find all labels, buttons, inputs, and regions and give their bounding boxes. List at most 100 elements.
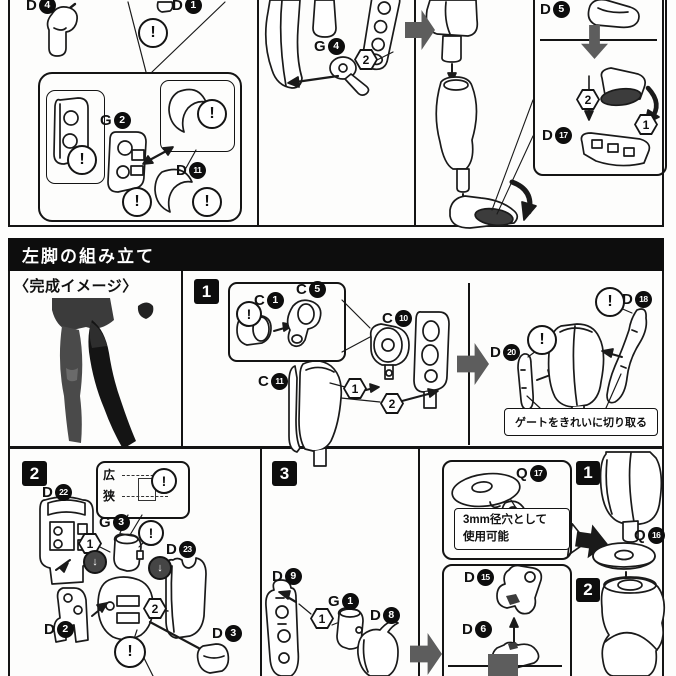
connector-marker-2: 2 <box>576 89 600 110</box>
border <box>662 271 664 448</box>
callout-box-detail <box>38 72 242 222</box>
callout-box-foot <box>533 0 667 176</box>
connector-marker-2: 2 <box>354 49 378 70</box>
shin-frame-d9-drawing <box>265 579 300 676</box>
caution-icon: ! <box>192 187 222 217</box>
step-number-3: 3 <box>272 461 297 486</box>
border <box>8 225 664 227</box>
flow-arrow-right <box>410 633 442 675</box>
connector-marker-1: 1 <box>634 114 658 135</box>
sliver-part-d20-drawing <box>517 353 535 411</box>
arrow <box>401 392 433 402</box>
arrow <box>148 620 208 654</box>
panel-divider <box>260 449 262 676</box>
caution-icon: ! <box>122 187 152 217</box>
bracket-part-c10b-drawing <box>413 311 450 409</box>
sliver-part-d18-drawing <box>606 308 648 404</box>
flow-arrow-right <box>457 343 489 385</box>
connector-marker-2: 2 <box>143 598 167 619</box>
panel-divider <box>181 271 183 448</box>
callout-box-step1 <box>228 282 346 362</box>
caution-icon: ! <box>197 99 227 129</box>
cylinder-part-g1-drawing <box>336 607 364 650</box>
connector-marker-1: 1 <box>310 608 334 629</box>
caution-icon: ! <box>114 636 146 668</box>
arrow <box>294 74 340 84</box>
shell-part-d8-drawing <box>357 620 399 676</box>
flow-arrow-right <box>405 10 435 50</box>
connector-marker-1: 1 <box>343 378 367 399</box>
step-number-2: 2 <box>22 461 47 486</box>
caution-icon: ! <box>527 325 557 355</box>
arrow-fragment <box>488 654 518 676</box>
note-gate: ゲートをきれいに切り取る <box>504 408 658 436</box>
boot-part-r2-drawing <box>600 576 666 676</box>
caution-icon: ! <box>236 301 262 327</box>
caution-icon: ! <box>138 18 168 48</box>
arrow <box>536 373 554 381</box>
heel-part-d3-drawing <box>196 643 230 674</box>
caution-icon: ! <box>138 520 164 546</box>
callout-box-q17 <box>442 460 572 560</box>
caution-icon: ! <box>595 287 625 317</box>
section-header: 左脚の組み立て <box>8 238 664 271</box>
connector-marker-1: 1 <box>78 533 102 554</box>
border <box>8 446 664 449</box>
knee-part-c10-drawing <box>369 323 410 380</box>
step-number-r2: 2 <box>576 578 600 602</box>
arrow <box>282 593 298 604</box>
marker-line <box>298 603 312 615</box>
completed-image-label: 〈完成イメージ〉 <box>14 278 138 295</box>
arrow <box>91 606 104 617</box>
step-number-r1: 1 <box>576 461 600 485</box>
step-number-1: 1 <box>194 279 219 304</box>
thigh-part-drawing <box>264 0 303 89</box>
disc-part-q16-drawing <box>592 542 656 570</box>
border <box>662 449 664 676</box>
border <box>8 449 10 676</box>
label-narrow: 狭 <box>103 489 116 503</box>
marker-line <box>376 51 394 61</box>
dashed-line <box>122 496 168 497</box>
caution-icon: ! <box>67 145 97 175</box>
section-title: 左脚の組み立て <box>22 247 155 266</box>
note-tail <box>526 373 622 409</box>
panel-divider <box>418 449 420 676</box>
label-wide: 広 <box>103 468 116 482</box>
inner-option-box-right <box>160 80 235 152</box>
calf-part-d23-drawing <box>165 557 207 639</box>
rotate-arrow <box>509 179 533 215</box>
completed-photo-legs <box>52 298 154 449</box>
connector-marker-2: 2 <box>380 393 404 414</box>
cylinder-part-g3-drawing <box>113 533 144 572</box>
callout-box-d15-d6 <box>442 564 572 676</box>
dashed-line <box>122 475 168 476</box>
small-part-d1-drawing <box>156 1 174 13</box>
marker-line <box>329 382 346 388</box>
completed-image-photo <box>24 296 168 448</box>
panel-divider <box>257 0 259 227</box>
